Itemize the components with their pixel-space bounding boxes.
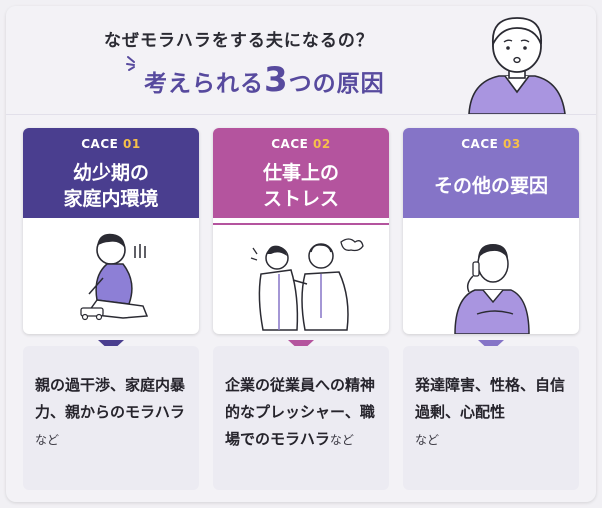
case-prefix: CACE	[271, 137, 309, 151]
description-main: 親の過干渉、家庭内暴力、親からのモラハラ	[35, 376, 186, 421]
page-title: なぜモラハラをする夫になるの？	[104, 31, 374, 51]
description-tail: など	[415, 433, 440, 447]
subtitle-number: 3	[264, 60, 289, 100]
card-header: CACE 03 その他の要因	[403, 128, 579, 218]
header-divider	[6, 114, 596, 115]
cause-card-1: CACE 01 幼少期の 家庭内環境	[23, 128, 199, 334]
card-heading-line1: 幼少期の	[72, 162, 149, 184]
subtitle-prefix: 考えられる	[144, 71, 264, 97]
case-number: 01	[123, 137, 141, 151]
case-label: CACE 01	[23, 137, 199, 151]
child-playing-illustration	[80, 233, 149, 321]
description-tail: など	[329, 433, 354, 447]
cause-card-3: CACE 03 その他の要因	[403, 128, 579, 334]
card-heading: その他の要因	[403, 173, 579, 199]
card-heading: 幼少期の 家庭内環境	[23, 160, 199, 212]
page-subtitle: 考えられる3つの原因	[144, 60, 385, 100]
description-main: 発達障害、性格、自信過剰、心配性	[415, 376, 566, 421]
infographic: なぜモラハラをする夫になるの？ 考えられる3つの原因 CACE 01	[6, 6, 596, 502]
case-label: CACE 02	[213, 137, 389, 151]
cause-card-2: CACE 02 仕事上の ストレス	[213, 128, 389, 334]
cause-description-3: 発達障害、性格、自信過剰、心配性など	[403, 346, 579, 490]
description-main: 企業の従業員への精神的なプレッシャー、職場でのモラハラ	[225, 376, 376, 448]
card-heading-line1: その他の要因	[433, 175, 548, 197]
card-header: CACE 01 幼少期の 家庭内環境	[23, 128, 199, 218]
description-tail: など	[35, 433, 60, 447]
description-text: 発達障害、性格、自信過剰、心配性など	[415, 372, 575, 454]
case-prefix: CACE	[81, 137, 119, 151]
card-header: CACE 02 仕事上の ストレス	[213, 128, 389, 218]
description-text: 親の過干渉、家庭内暴力、親からのモラハラなど	[35, 372, 195, 454]
anxious-man-illustration	[454, 244, 530, 334]
cause-description-1: 親の過干渉、家庭内暴力、親からのモラハラなど	[23, 346, 199, 490]
card-heading: 仕事上の ストレス	[213, 160, 389, 212]
case-number: 03	[503, 137, 521, 151]
sparkle-icon	[126, 56, 135, 71]
worried-man-illustration	[468, 17, 566, 114]
case-label: CACE 03	[403, 137, 579, 151]
card-heading-line2: ストレス	[262, 188, 339, 210]
card-heading-line2: 家庭内環境	[63, 188, 159, 210]
subtitle-suffix: つの原因	[288, 71, 385, 97]
description-text: 企業の従業員への精神的なプレッシャー、職場でのモラハラなど	[225, 372, 385, 454]
boss-scolding-illustration	[213, 223, 389, 331]
card-heading-line1: 仕事上の	[262, 162, 339, 184]
case-prefix: CACE	[461, 137, 499, 151]
cause-description-2: 企業の従業員への精神的なプレッシャー、職場でのモラハラなど	[213, 346, 389, 490]
header: なぜモラハラをする夫になるの？ 考えられる3つの原因	[6, 6, 596, 114]
case-number: 02	[313, 137, 331, 151]
